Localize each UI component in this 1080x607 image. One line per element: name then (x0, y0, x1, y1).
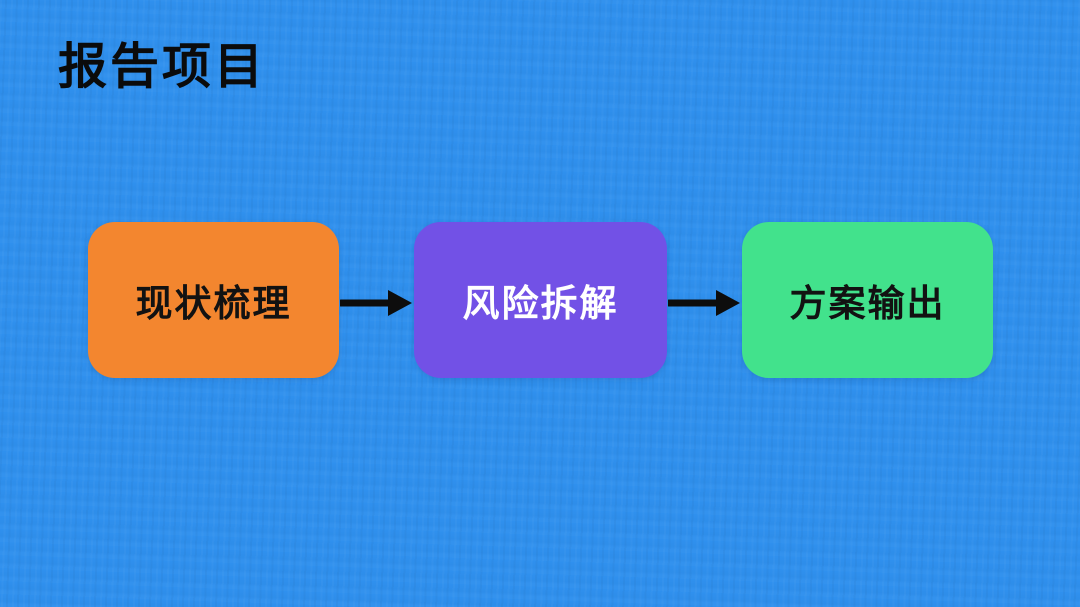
arrow-right-icon (668, 287, 740, 319)
arrow-right-icon (340, 287, 412, 319)
flow-step-solution-output: 方案输出 (742, 222, 993, 378)
page-title: 报告项目 (58, 40, 267, 94)
flow-step-label: 风险拆解 (462, 283, 619, 324)
flow-step-risk-breakdown: 风险拆解 (414, 222, 667, 378)
flow-step-label: 现状梳理 (135, 283, 292, 324)
flow-step-label: 方案输出 (789, 283, 946, 324)
flow-step-current-state: 现状梳理 (88, 222, 339, 378)
